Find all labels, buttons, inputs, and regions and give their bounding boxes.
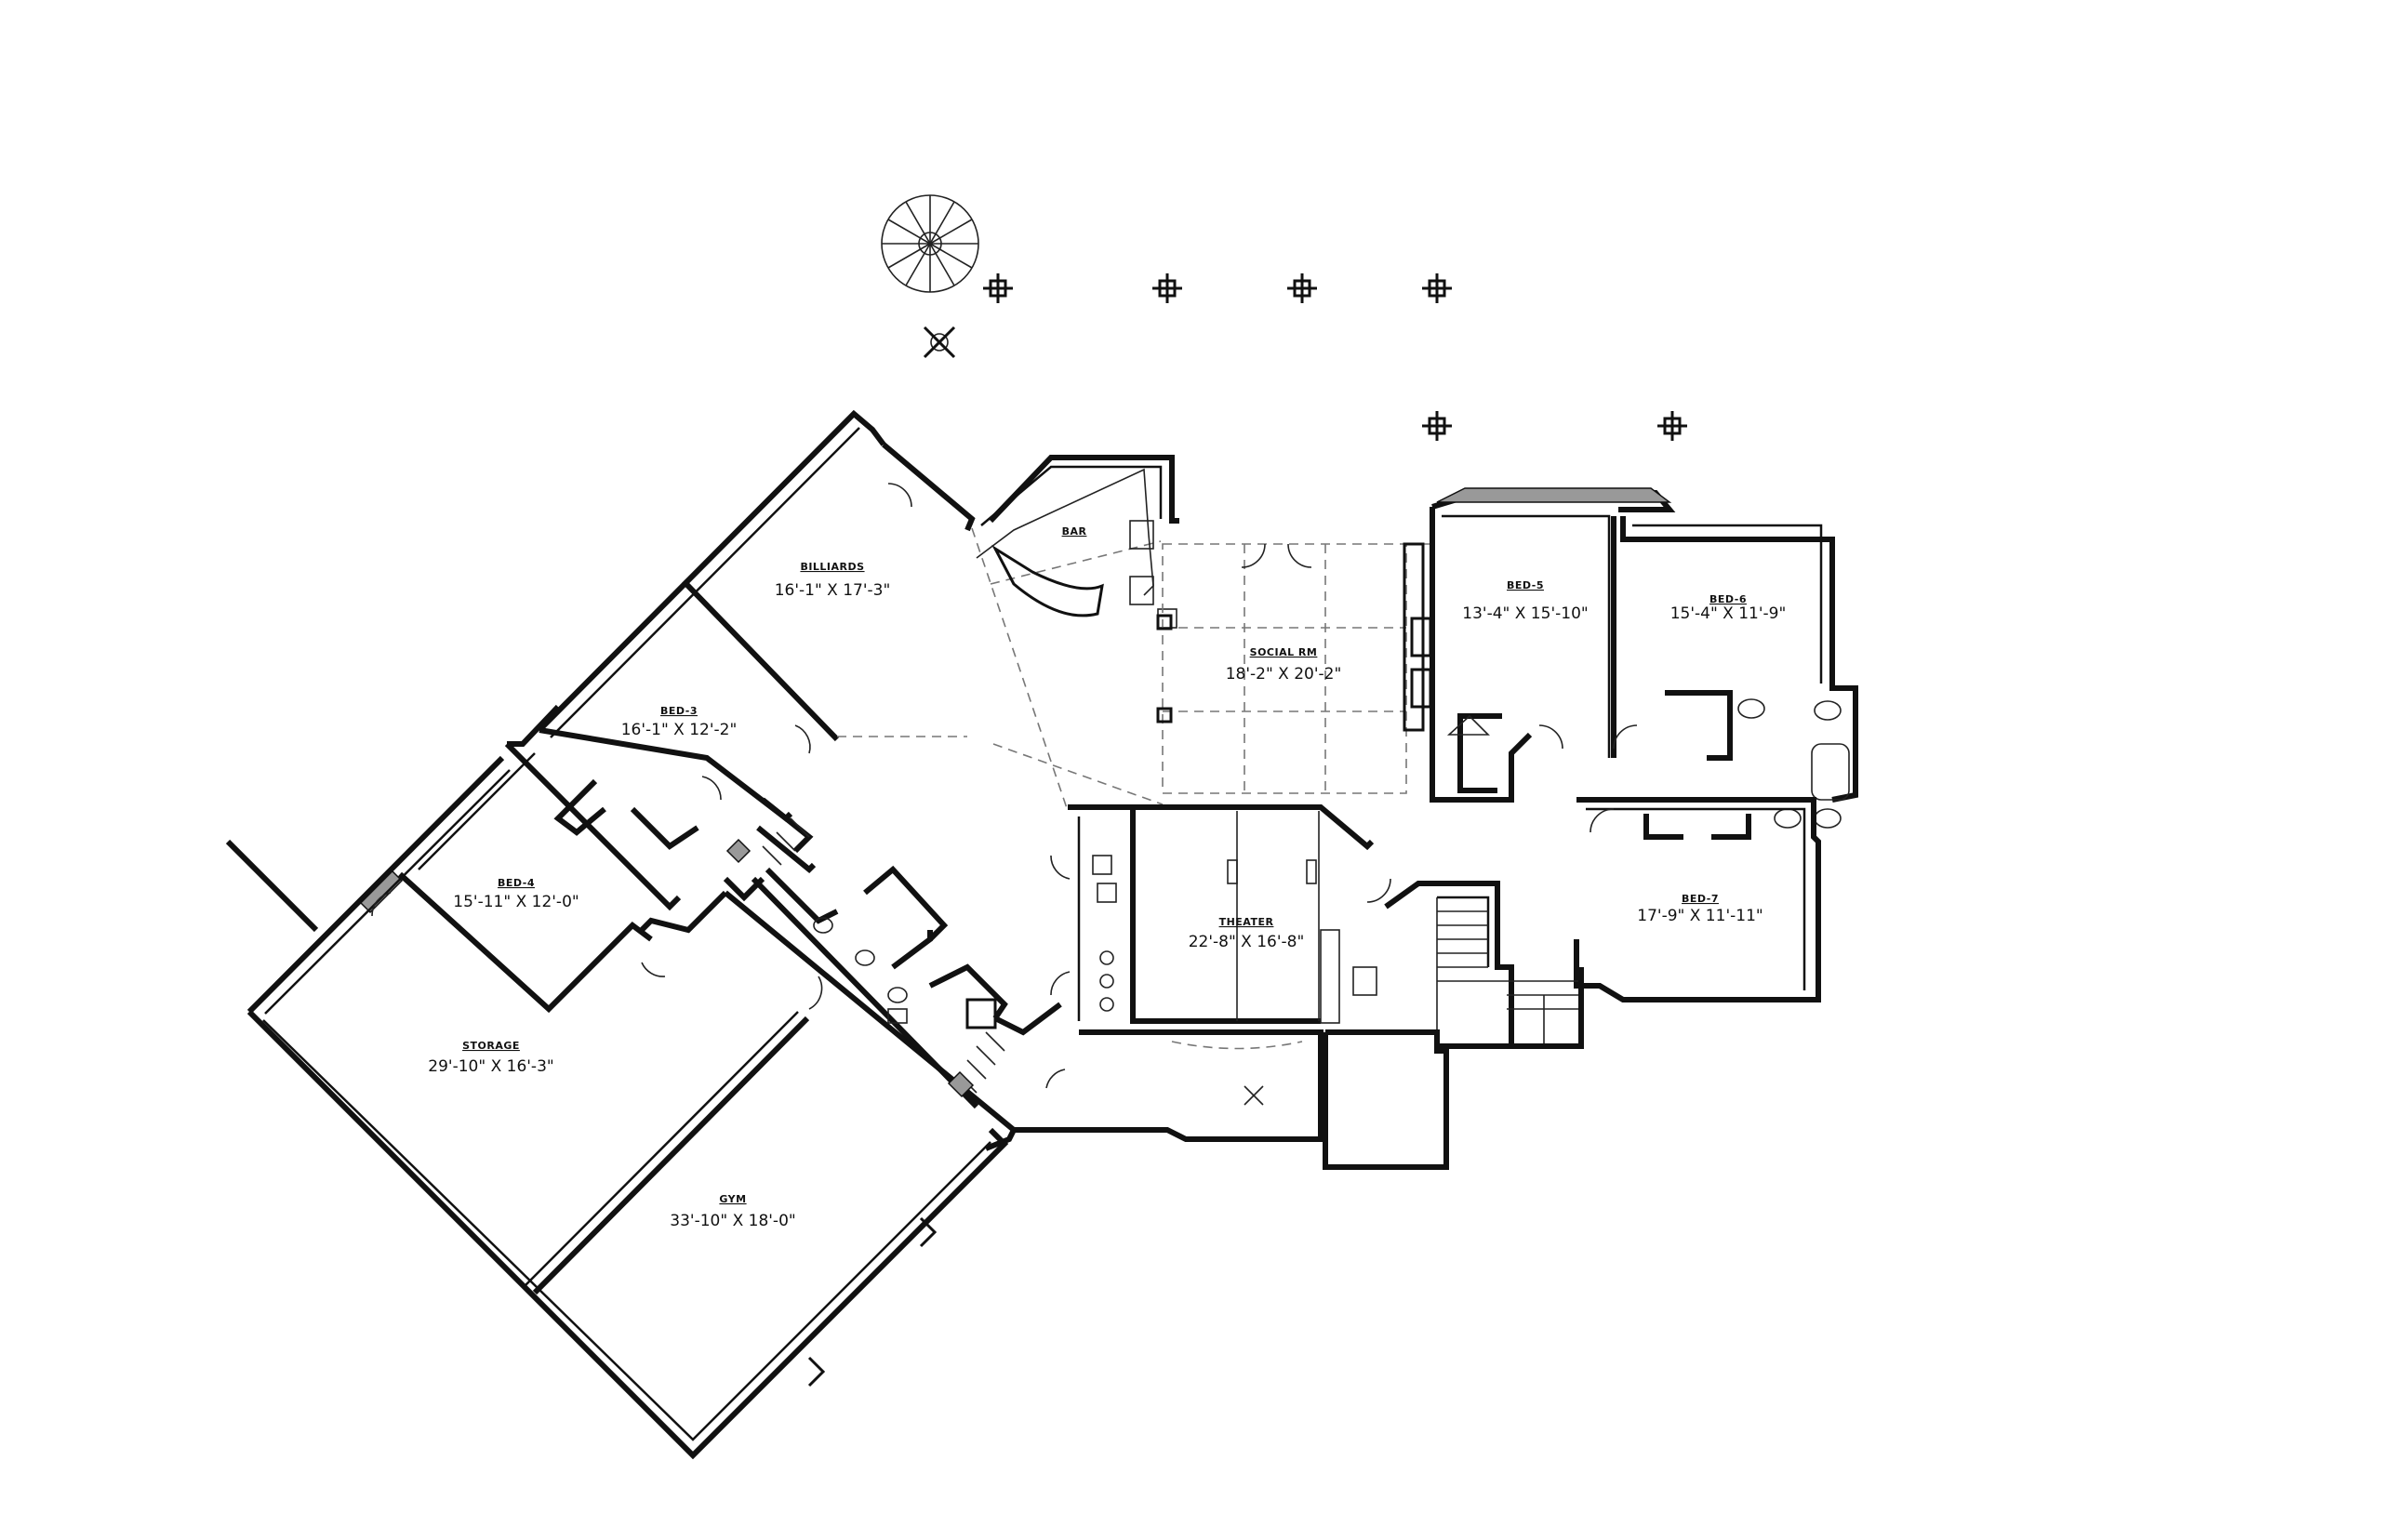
hall-bath-walls [724, 817, 1062, 1151]
column-icon [1152, 273, 1182, 303]
room-name-bed4: BED-4 [498, 877, 535, 889]
room-dims-gym: 33'-10" X 18'-0" [670, 1212, 795, 1230]
bed-3-4-walls [397, 704, 814, 1014]
column-icon [983, 273, 1013, 303]
room-name-bed5: BED-5 [1507, 579, 1544, 591]
theater-walls [1068, 804, 1377, 1024]
room-name-bed3: BED-3 [660, 705, 698, 717]
room-dims-bed7: 17'-9" X 11'-11" [1637, 907, 1762, 925]
light-fixture-icon [923, 325, 956, 359]
room-dims-bed6: 15'-4" X 11'-9" [1670, 604, 1787, 623]
room-dims-theater: 22'-8" X 16'-8" [1189, 933, 1305, 951]
billiards-wing-walls [537, 409, 1179, 812]
room-name-bar: BAR [1062, 525, 1087, 538]
room-dims-social: 18'-2" X 20'-2" [1226, 665, 1342, 684]
bed-5-6-walls [1403, 487, 1858, 803]
room-dims-storage: 29'-10" X 16'-3" [428, 1057, 553, 1076]
storage-gym-walls [225, 755, 1009, 1460]
room-name-bed6: BED-6 [1709, 593, 1747, 605]
room-name-theater: THEATER [1219, 916, 1274, 928]
lower-central-rooms [1014, 1029, 1449, 1170]
social-room-grid [1156, 543, 1432, 794]
room-dims-billiards: 16'-1" X 17'-3" [775, 581, 891, 600]
room-dims-bed5: 13'-4" X 15'-10" [1462, 604, 1588, 623]
column-icon [1422, 411, 1452, 441]
bar-counter [976, 468, 1177, 629]
room-name-social: SOCIAL RM [1250, 646, 1318, 658]
room-name-bed7: BED-7 [1682, 893, 1719, 905]
column-icon [1287, 273, 1317, 303]
thresholds [357, 838, 975, 1098]
room-dims-bed4: 15'-11" X 12'-0" [453, 893, 579, 911]
room-name-billiards: BILLIARDS [800, 561, 864, 573]
bath-fixtures-right [1737, 698, 1850, 829]
column-icon [1422, 273, 1452, 303]
room-dims-bed3: 16'-1" X 12'-2" [621, 721, 738, 739]
door-swings [371, 483, 1638, 1089]
column-icon [1657, 411, 1687, 441]
spiral-stair-icon [881, 194, 979, 293]
room-name-gym: GYM [719, 1193, 746, 1205]
room-name-storage: STORAGE [462, 1040, 520, 1052]
light-fixture-icon [1244, 1085, 1264, 1106]
stair [1384, 881, 1584, 1049]
room-labels: BILLIARDS 16'-1" X 17'-3" BAR SOCIAL RM … [428, 525, 1786, 1230]
column-group [983, 273, 1687, 441]
bed-7-walls [1574, 797, 1821, 1002]
